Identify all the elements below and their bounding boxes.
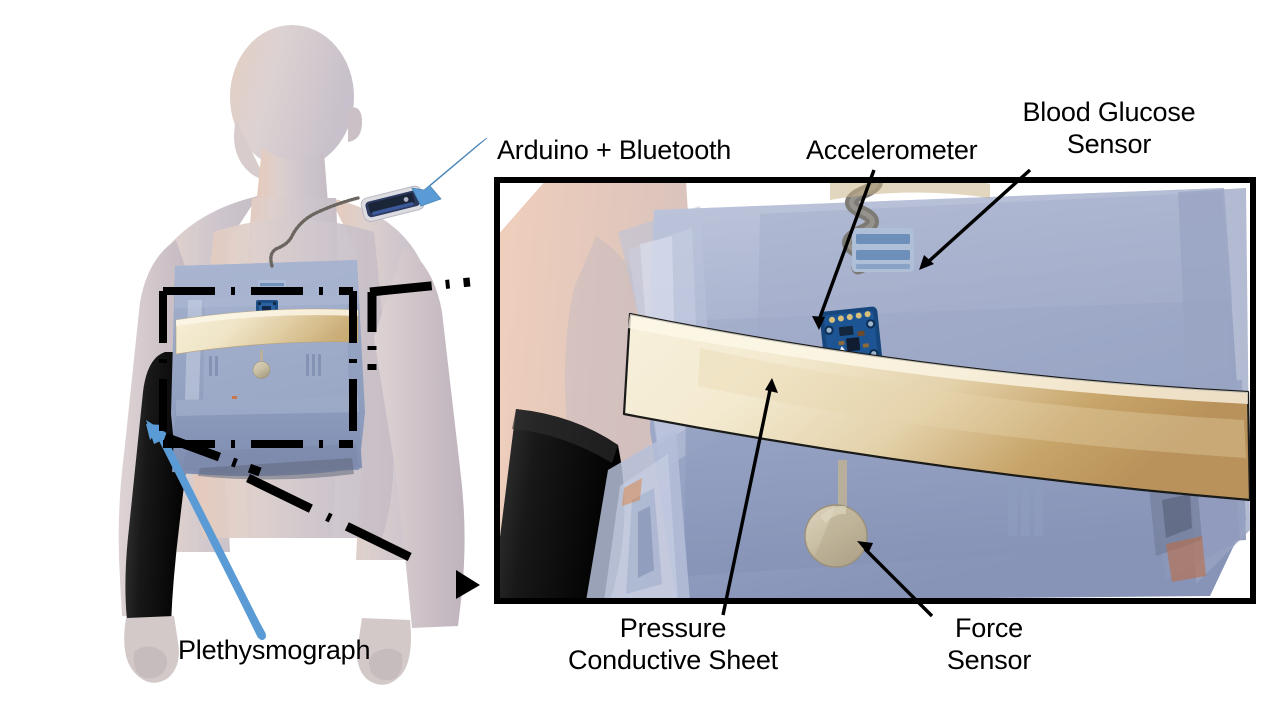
accelerometer-leader-line (817, 169, 876, 321)
force-sensor-small (252, 350, 271, 379)
label-plethysmograph: Plethysmograph (178, 635, 371, 665)
annotation-leaders (146, 137, 1032, 640)
glucose-arrowhead (919, 255, 934, 270)
zoom-leader-upper (367, 277, 471, 370)
accelerometer-arrowhead (812, 316, 825, 330)
label-pressure-sheet-line1: Pressure (619, 613, 727, 643)
zoom-leader-lower (163, 432, 422, 567)
detail-panel-border (494, 177, 1256, 604)
force-arrowhead (857, 541, 873, 554)
mannequin-illustration (118, 25, 465, 685)
label-blood-glucose-sensor-line1: Blood Glucose (1022, 97, 1196, 127)
glucose-leader-line (926, 168, 1032, 264)
force-leader-line (863, 547, 934, 618)
detail-photo-panel: ADXL 377 (494, 177, 1256, 604)
label-force-sensor-line1: Force (954, 613, 1024, 643)
label-force-sensor-line2: Sensor (946, 645, 1032, 675)
arduino-callout-arrow (411, 137, 488, 207)
pressure-conductive-sheet-large (622, 312, 1252, 502)
label-arduino-bluetooth: Arduino + Bluetooth (497, 135, 732, 165)
label-blood-glucose-sensor-line2: Sensor (1066, 129, 1152, 159)
blood-glucose-sensor-patch-large (852, 228, 914, 272)
force-sensor-disc-large (804, 460, 868, 568)
label-pressure-sheet-line2: Conductive Sheet (568, 645, 778, 675)
pressure-arrowhead (765, 378, 778, 393)
pressure-conductive-sheet-small (175, 308, 359, 355)
arduino-bluetooth-module-small (360, 185, 425, 222)
zoom-leader-arrowhead (456, 570, 480, 599)
label-accelerometer: Accelerometer (806, 135, 978, 165)
pressure-leader-line (721, 389, 772, 616)
